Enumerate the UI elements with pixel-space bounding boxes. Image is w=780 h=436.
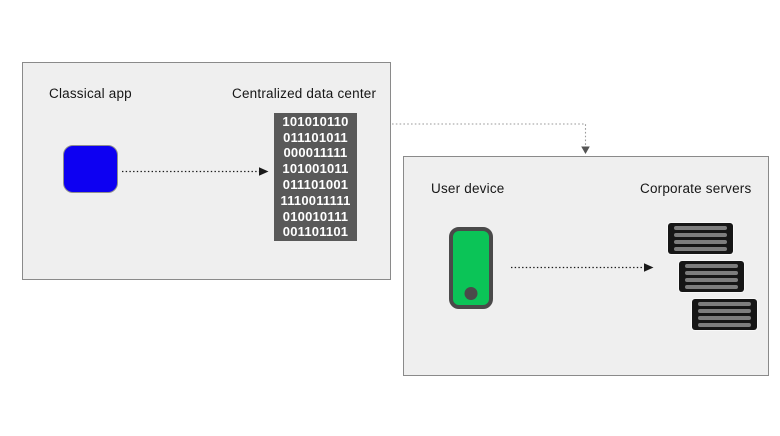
- server-icon: [692, 299, 757, 330]
- classical-app-label: Classical app: [49, 86, 132, 101]
- smartphone-icon: [449, 227, 493, 309]
- user-device-label: User device: [431, 181, 505, 196]
- binary-line: 101001011: [282, 161, 349, 177]
- corporate-servers-label: Corporate servers: [640, 181, 752, 196]
- binary-line: 011101011: [283, 129, 348, 145]
- server-icon: [668, 223, 733, 254]
- datacenter-label: Centralized data center: [232, 86, 377, 101]
- binary-line: 001101101: [282, 224, 349, 240]
- server-icon: [679, 261, 744, 292]
- panel-connector-line: [392, 123, 587, 147]
- panel-connector-arrowhead: [581, 146, 590, 154]
- binary-line: 101010110: [282, 113, 349, 129]
- binary-line: 000011111: [283, 145, 348, 161]
- device-panel: User device Corporate servers: [403, 156, 769, 376]
- phone-home-button-icon: [464, 287, 478, 300]
- binary-line: 1110011111: [280, 192, 351, 208]
- classical-panel: Classical app Centralized data center 10…: [22, 62, 391, 280]
- binary-line: 010010111: [282, 208, 349, 224]
- classical-app-icon: [63, 145, 118, 193]
- binary-line: 011101001: [282, 177, 349, 192]
